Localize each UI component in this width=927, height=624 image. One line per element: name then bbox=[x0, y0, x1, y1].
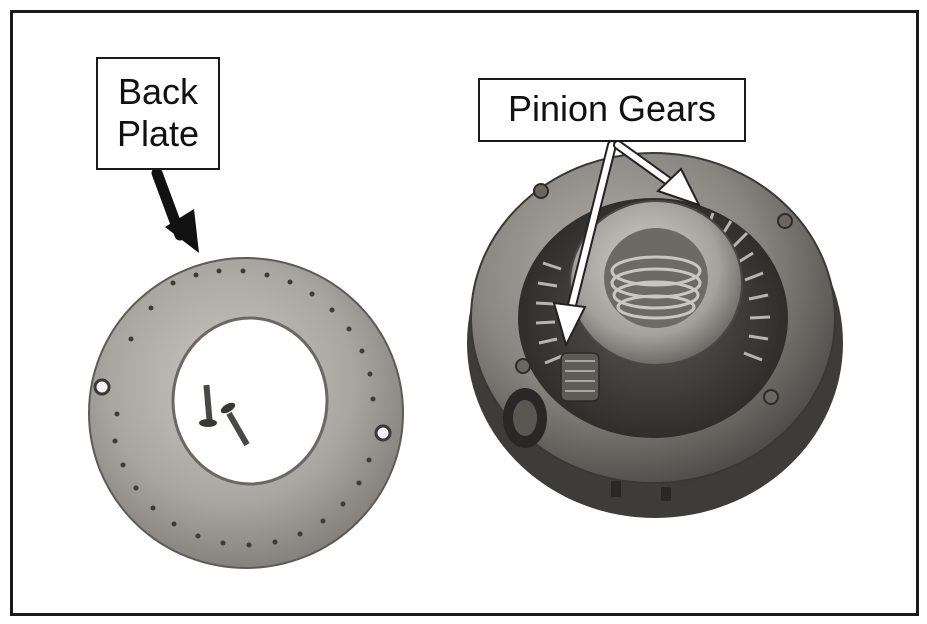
screws bbox=[199, 384, 250, 447]
pinion-gears-arrows bbox=[552, 140, 701, 348]
back-plate-label-line2: Plate bbox=[116, 113, 200, 154]
back-plate-label-line1: Back bbox=[117, 71, 199, 112]
figure-frame: Back Plate Pinion Gears bbox=[10, 10, 919, 616]
gear-housing bbox=[467, 152, 843, 518]
photo bbox=[88, 140, 843, 569]
back-plate bbox=[88, 257, 404, 569]
pinion-gears-label: Pinion Gears bbox=[478, 78, 746, 142]
back-plate-arrow bbox=[151, 167, 199, 253]
back-plate-label: Back Plate bbox=[96, 57, 220, 170]
